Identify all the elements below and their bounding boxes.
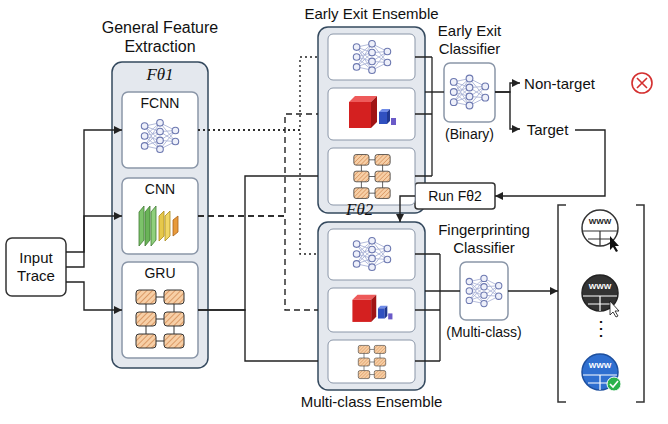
connector — [508, 290, 558, 291]
connector — [495, 83, 520, 92]
box-outline — [444, 63, 495, 122]
label-text: FCNN — [141, 95, 180, 112]
connector — [425, 91, 444, 92]
connector — [198, 216, 318, 310]
note-text: (Binary) — [445, 126, 494, 143]
reject-mark — [632, 73, 652, 93]
action-box: Run Fθ2 — [415, 183, 495, 209]
box-outline — [122, 178, 198, 254]
box-outline — [415, 183, 495, 209]
website-icon — [582, 354, 621, 391]
label-text: ⋮ — [591, 316, 611, 340]
ensemble-box: Fθ2Multi-class Ensemble — [318, 222, 425, 390]
network-icons — [136, 120, 184, 349]
website-icon — [582, 275, 619, 317]
cnn-box: CNN — [122, 178, 198, 254]
label-text: Run Fθ2 — [428, 188, 482, 205]
connector — [495, 130, 605, 196]
box-outline — [6, 238, 66, 296]
gru-box: GRU — [122, 262, 198, 358]
fcnn-box: FCNN — [122, 92, 198, 168]
ensemble-members — [328, 34, 415, 383]
box-outline — [112, 62, 208, 368]
note-text: (Multi-class) — [446, 324, 521, 341]
output-bracket — [558, 205, 644, 402]
icon-label: WWW — [589, 362, 612, 370]
connector — [198, 310, 318, 361]
connector — [66, 216, 122, 267]
label-text: GRU — [144, 265, 175, 282]
label-text: CNN — [145, 181, 175, 198]
output-group: ⋮ — [558, 200, 644, 406]
connector — [66, 282, 122, 310]
feature-extractor: General Feature ExtractionFθ1FCNNCNNGRU — [112, 62, 208, 368]
label-text: Fθ1 — [146, 65, 173, 85]
note-text: Multi-class Ensemble — [301, 393, 443, 411]
box-outline — [318, 222, 425, 390]
ensemble-box: Early Exit Ensemble — [318, 27, 425, 213]
heading-text: Fingerprinting Classifier — [424, 221, 544, 257]
label-text: Input Trace — [10, 249, 62, 285]
icon-label: WWW — [589, 283, 612, 291]
heading-text: Early Exit Classifier — [425, 22, 515, 58]
icon-label: WWW — [589, 218, 612, 226]
outcome-text: Target — [520, 118, 575, 142]
website-icon — [582, 210, 619, 252]
connector — [198, 130, 318, 254]
box-outline — [460, 262, 508, 320]
classifier-box: Fingerprinting Classifier(Multi-class) — [460, 262, 508, 320]
connector — [198, 57, 318, 130]
merge-lines — [415, 57, 440, 361]
connector — [425, 290, 460, 291]
outcome-text: Non-target — [520, 72, 599, 96]
box-outline — [318, 27, 425, 213]
heading-text: General Feature Extraction — [85, 18, 235, 56]
connector — [400, 196, 415, 222]
box-outline — [122, 262, 198, 358]
label-text: Non-target — [524, 75, 595, 93]
box-outline — [122, 92, 198, 168]
classifier-box: Early Exit Classifier(Binary) — [444, 63, 495, 122]
connector — [495, 92, 520, 129]
heading-text: Fθ2 — [346, 200, 373, 220]
connector — [66, 130, 122, 252]
label-text: Target — [527, 121, 569, 139]
heading-text: Early Exit Ensemble — [304, 5, 438, 23]
input-box: Input Trace — [6, 238, 66, 296]
